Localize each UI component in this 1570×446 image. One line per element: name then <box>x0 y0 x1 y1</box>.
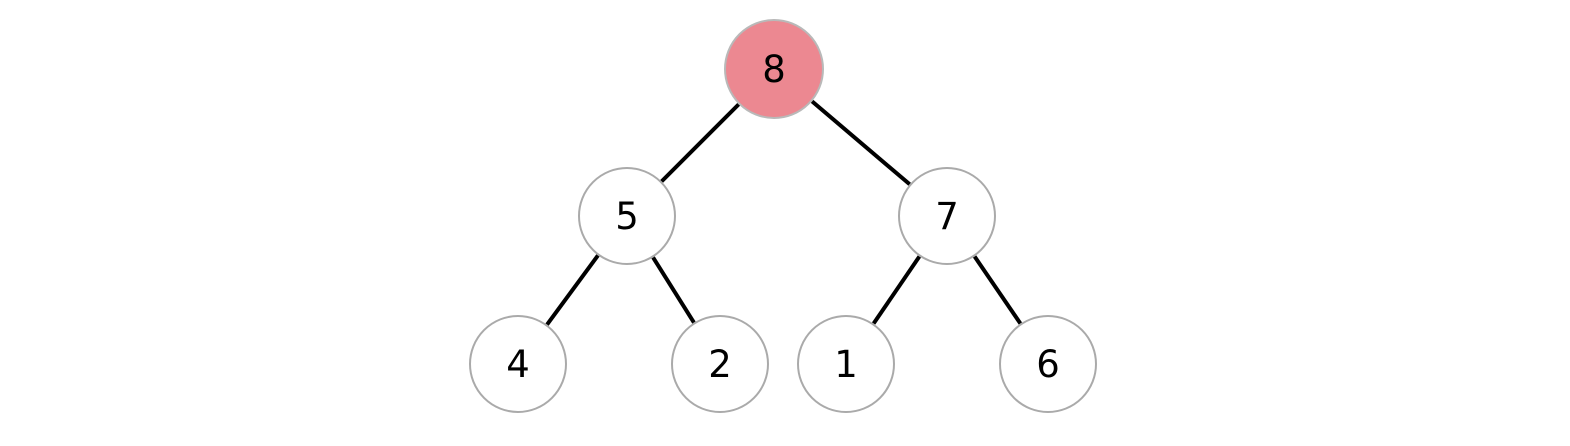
tree-edge-7-6 <box>972 255 1023 325</box>
tree-node-4[interactable]: 4 <box>469 315 567 413</box>
tree-node-label-2: 2 <box>708 342 732 386</box>
tree-node-label-7: 7 <box>935 194 959 238</box>
tree-node-label-6: 6 <box>1036 342 1060 386</box>
tree-node-2[interactable]: 2 <box>671 315 769 413</box>
tree-edge-5-2 <box>651 256 696 324</box>
tree-node-1[interactable]: 1 <box>797 315 895 413</box>
tree-edge-8-5 <box>660 102 741 183</box>
tree-node-label-5: 5 <box>615 194 639 238</box>
tree-node-label-1: 1 <box>834 342 858 386</box>
tree-node-label-4: 4 <box>506 342 530 386</box>
tree-edge-8-7 <box>810 99 911 186</box>
tree-node-8[interactable]: 8 <box>724 19 824 119</box>
tree-node-7[interactable]: 7 <box>898 167 996 265</box>
tree-edge-5-4 <box>545 254 600 326</box>
tree-node-6[interactable]: 6 <box>999 315 1097 413</box>
tree-node-5[interactable]: 5 <box>578 167 676 265</box>
tree-edge-7-1 <box>871 255 922 325</box>
tree-node-label-8: 8 <box>762 47 786 91</box>
